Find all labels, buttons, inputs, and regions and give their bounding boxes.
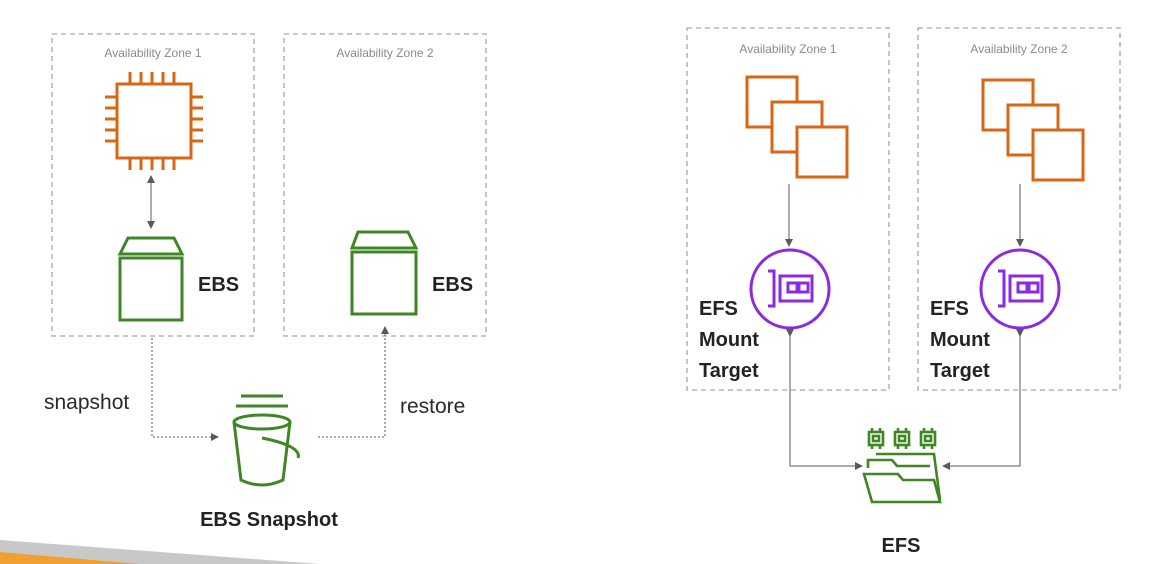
mount-target-1-line-2: Mount bbox=[699, 329, 759, 351]
mount-target-1-line-1: EFS bbox=[699, 298, 738, 320]
mount-target-2-line-3: Target bbox=[930, 360, 990, 382]
ebs-volume-icon-1 bbox=[117, 236, 185, 322]
mount-target-1-line-3: Target bbox=[699, 360, 759, 382]
restore-arrow bbox=[318, 326, 389, 438]
snapshot-arrow bbox=[151, 338, 219, 441]
mount-target-2-line-1: EFS bbox=[930, 298, 969, 320]
efs-file-system-icon bbox=[862, 428, 942, 504]
availability-zone-2-label: Availability Zone 2 bbox=[336, 46, 433, 60]
availability-zone-1-box-right bbox=[686, 27, 890, 391]
ebs-label-1: EBS bbox=[198, 274, 239, 296]
right-diagram: Availability Zone 1 Availability Zone 2 … bbox=[686, 27, 1121, 557]
ebs-volume-icon-2 bbox=[349, 230, 419, 316]
left-diagram: Availability Zone 1 Availability Zone 2 … bbox=[44, 33, 487, 531]
mount-target-2-line-2: Mount bbox=[930, 329, 990, 351]
mount-target-efs-arrow-1 bbox=[786, 329, 863, 470]
corner-accent bbox=[0, 540, 320, 564]
availability-zone-1-label-right: Availability Zone 1 bbox=[739, 42, 836, 56]
ec2-instances-icon-2 bbox=[981, 78, 1085, 182]
ec2-instances-icon-1 bbox=[745, 75, 849, 179]
restore-edge-label: restore bbox=[400, 395, 465, 418]
snapshot-edge-label: snapshot bbox=[44, 391, 129, 414]
efs-label: EFS bbox=[882, 535, 921, 557]
mount-target-efs-arrow-2 bbox=[942, 329, 1024, 470]
ec2-instance-icon bbox=[105, 72, 203, 170]
ebs-label-2: EBS bbox=[432, 274, 473, 296]
efs-mount-target-icon-1 bbox=[749, 248, 831, 330]
ebs-snapshot-label: EBS Snapshot bbox=[200, 509, 338, 531]
availability-zone-2-box-right bbox=[917, 27, 1121, 391]
availability-zone-1-label: Availability Zone 1 bbox=[104, 46, 201, 60]
efs-mount-target-icon-2 bbox=[979, 248, 1061, 330]
availability-zone-2-label-right: Availability Zone 2 bbox=[970, 42, 1067, 56]
s3-bucket-icon bbox=[232, 394, 300, 487]
availability-zone-1-box bbox=[51, 33, 255, 337]
